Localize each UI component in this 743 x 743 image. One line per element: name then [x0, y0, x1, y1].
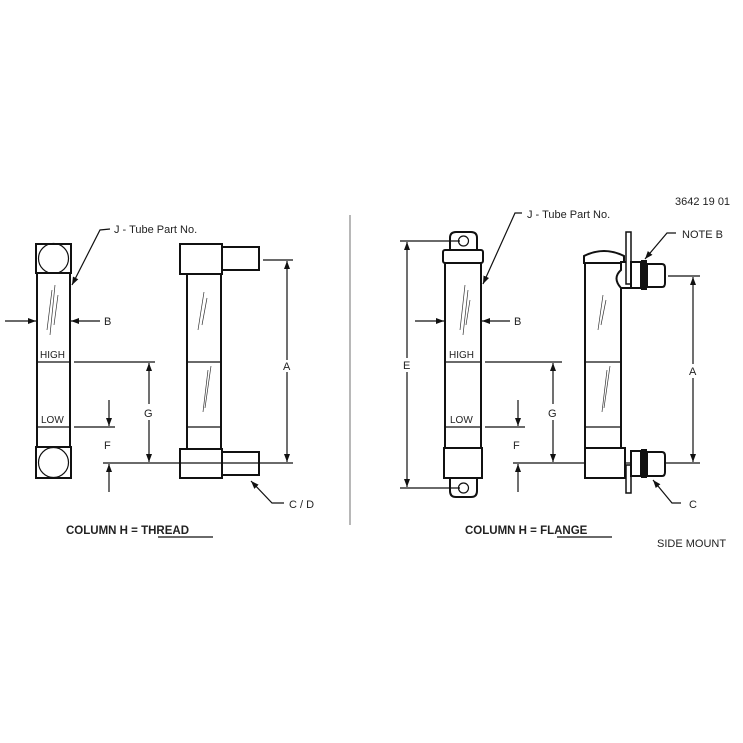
dim-a-label: A: [283, 361, 291, 373]
thread-caption: COLUMN H = THREAD: [66, 525, 189, 537]
dim-e-label: E: [403, 360, 410, 372]
dim-b-label: B: [514, 316, 521, 328]
flange-caption: COLUMN H = FLANGE: [465, 525, 588, 537]
side-mount-label: SIDE MOUNT: [657, 538, 726, 550]
tube-part-label: J - Tube Part No.: [527, 209, 610, 221]
dim-b-label: B: [104, 316, 111, 328]
note-b-label: NOTE B: [682, 229, 723, 241]
low-label: LOW: [41, 415, 64, 426]
thread-front-view: HIGH LOW: [35, 242, 72, 479]
caption-thread-value: THREAD: [141, 525, 189, 537]
dim-f-label: F: [104, 440, 111, 452]
port-circle-bottom: [37, 446, 70, 479]
thread-side-view: [179, 243, 260, 479]
dim-f-label: F: [513, 440, 520, 452]
seal-ring-bottom: [641, 449, 647, 478]
dim-c-label: C: [689, 499, 697, 511]
high-label: HIGH: [40, 350, 65, 361]
flange-front-view: HIGH LOW: [442, 231, 484, 498]
flange-plate-bottom: [625, 464, 632, 494]
seal-ring-top: [641, 260, 647, 290]
high-label: HIGH: [449, 350, 474, 361]
flange-side-view: [583, 231, 666, 494]
dim-g-label: G: [144, 408, 153, 420]
caption-flange-value: FLANGE: [540, 525, 588, 537]
low-label: LOW: [450, 415, 473, 426]
flange-plate-top: [625, 231, 632, 285]
dim-cd-label: C / D: [289, 499, 314, 511]
tube-part-label: J - Tube Part No.: [114, 224, 197, 236]
dim-a-label: A: [689, 366, 697, 378]
dim-g-label: G: [548, 408, 557, 420]
drawing-number: 3642 19 01: [675, 196, 730, 208]
